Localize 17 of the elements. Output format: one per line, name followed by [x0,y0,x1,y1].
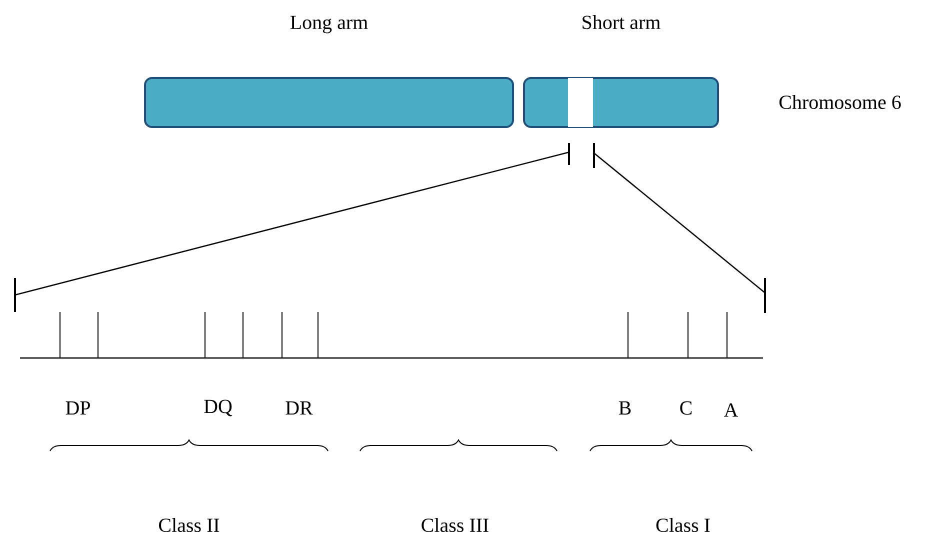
node-label: Short arm [582,15,660,30]
class-label: Class III [422,518,488,532]
class-label: Class II [159,518,220,532]
chromosome-arm: Long arm [144,16,514,128]
band-marker [568,78,593,127]
gene-label: DR [286,401,313,415]
gene-label: A [724,403,738,417]
gene-label: DQ [204,400,232,416]
gene-label: DP [66,401,90,415]
zoom-line [14,152,569,296]
node-label: Long arm [290,16,368,34]
map-line [20,357,763,359]
chromosome-label: Chromosome 6 [779,94,901,110]
gene-label: C [680,401,692,415]
zoom-line [594,152,766,294]
gene-label: B [618,401,631,415]
class-label: Class I [656,518,710,532]
